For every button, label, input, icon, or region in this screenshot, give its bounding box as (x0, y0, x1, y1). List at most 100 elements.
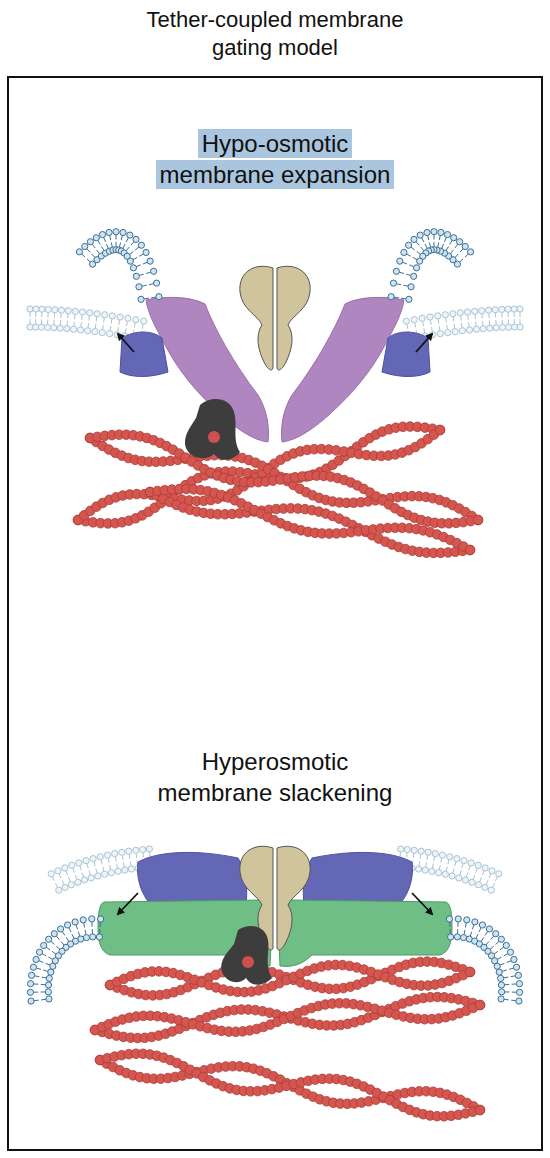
lipid-head (29, 972, 35, 978)
lipid-tail (149, 283, 154, 285)
lipid-tail (46, 947, 50, 950)
lipid-head (156, 294, 162, 300)
lipid-tail (62, 880, 64, 884)
lipid-tail (100, 922, 101, 927)
lipid-head (33, 956, 39, 962)
actin-bead (435, 425, 445, 435)
lipid-head (456, 875, 462, 881)
lipid-tail (406, 853, 407, 858)
lipid-tail (41, 984, 46, 985)
lipid-tail (439, 865, 440, 870)
lipid-head (108, 870, 114, 876)
lipid-head (58, 307, 64, 313)
lipid-head (45, 989, 51, 995)
actin-filament (95, 1049, 485, 1121)
lipid-head (472, 919, 478, 925)
lipid-head (429, 868, 435, 874)
lipid-tail (407, 254, 411, 256)
lipid-head (515, 972, 521, 978)
lipid-head (99, 231, 105, 237)
lipid-tail (87, 864, 88, 869)
lipid-head (140, 846, 146, 852)
lipid-head (141, 318, 147, 324)
lipid-head (469, 879, 475, 885)
lipid-tail (414, 323, 416, 328)
figure-title: Tether-coupled membrane gating model (130, 6, 420, 62)
lipid-head (473, 326, 479, 332)
lipid-head (109, 313, 115, 319)
lipid-head (136, 284, 142, 290)
lipid-head (138, 242, 144, 248)
lipid-head (424, 229, 430, 235)
lipid-head (153, 280, 159, 286)
lipid-tail (467, 315, 469, 320)
lipid-head (413, 265, 419, 271)
lipid-tail (43, 970, 48, 971)
lipid-tail (494, 951, 498, 954)
lipid-head (46, 975, 52, 981)
lipid-tail (497, 957, 501, 959)
lipid-head (65, 308, 71, 314)
lipid-head (449, 873, 455, 879)
lipid-head (90, 856, 96, 862)
lipid-head (406, 296, 412, 302)
lipid-tail (115, 235, 116, 240)
lipid-tail (130, 861, 132, 866)
lipid-head (496, 969, 502, 975)
lipid-head (51, 931, 57, 937)
lipid-tail (406, 274, 411, 275)
lipid-bilayer (446, 916, 522, 1004)
lipid-head (516, 981, 522, 987)
lipid-tail (504, 977, 509, 979)
lipid-tail (104, 237, 106, 241)
actin-filament (90, 992, 485, 1043)
lipid-tail (460, 316, 462, 321)
lipid-tail (476, 934, 478, 938)
lipid-tail (430, 320, 432, 325)
lipid-tail (504, 999, 509, 1001)
lipid-head (447, 934, 453, 940)
lipid-tail (431, 327, 433, 332)
lipid-head (133, 273, 139, 279)
lipid-tail (469, 866, 471, 871)
lipid-tail (88, 323, 90, 328)
lipid-tail (468, 322, 470, 327)
lipid-tail (56, 936, 59, 940)
lipid-head (408, 284, 414, 290)
lipid-head (450, 311, 456, 317)
lipid-head (482, 884, 488, 890)
lipid-tail (151, 297, 156, 299)
lipid-tail (488, 313, 489, 318)
lipid-tail (33, 992, 38, 993)
lipid-head (496, 871, 502, 877)
lipid-head (499, 324, 505, 330)
lipid-head (58, 926, 64, 932)
lipid-tail (139, 254, 143, 256)
lipid-head (398, 846, 404, 852)
lipid-head (475, 882, 481, 888)
lipid-tail (53, 320, 54, 325)
lipid-tail (481, 937, 484, 941)
lipid-head (99, 329, 105, 335)
lipid-head (83, 858, 89, 864)
lipid-head (485, 307, 491, 313)
lipid-tail (47, 312, 48, 317)
lipid-tail (110, 326, 112, 331)
lipid-tail (103, 867, 104, 872)
lipid-head (401, 249, 407, 255)
lipid-tail (42, 954, 46, 956)
lipid-head (82, 243, 88, 249)
lipid-tail (479, 928, 481, 932)
lipid-head (455, 916, 461, 922)
lipid-head (117, 314, 123, 320)
lipid-tail (399, 272, 404, 273)
lipid-tail (76, 925, 77, 930)
lipid-tail (496, 877, 498, 881)
lipid-tail (481, 314, 482, 319)
lipid-tail (491, 936, 494, 940)
lipid-head (438, 229, 444, 235)
lipid-head (418, 848, 424, 854)
lipid-head (56, 887, 62, 893)
lipid-head (146, 846, 152, 852)
lipid-head (422, 867, 428, 873)
